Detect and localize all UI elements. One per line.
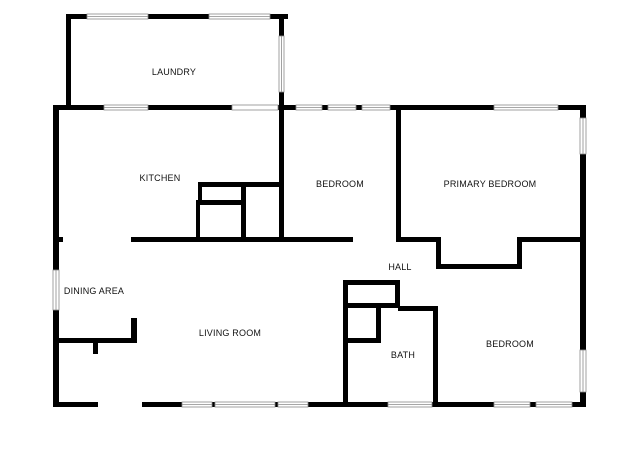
wall-dining-nook-post [131, 318, 137, 343]
wall-closet-top [436, 264, 522, 269]
room-label-kitchen: KITCHEN [140, 173, 181, 183]
wall-laundry-left [66, 14, 71, 109]
wall-primary-bottom-left [396, 237, 441, 242]
room-label-living-room: LIVING ROOM [199, 328, 261, 338]
wall-bedroom-bottom-left [433, 308, 438, 407]
kitchen-counter-block [241, 182, 281, 187]
wall-bath-mid-right [398, 306, 438, 311]
wall-kitchen-bottom-left [59, 237, 63, 242]
wall-bath-inner-side [376, 308, 381, 343]
kitchen-counter-block [196, 200, 200, 240]
room-label-laundry: LAUNDRY [152, 67, 196, 77]
window [231, 104, 279, 111]
wall-bath-top [343, 280, 400, 285]
door-opening [98, 402, 142, 407]
kitchen-counter-block [198, 200, 244, 205]
wall-bath-inner [343, 303, 348, 407]
wall-kitchen-bedroom [279, 110, 284, 240]
wall-dining-closet [93, 338, 98, 354]
wall-right [580, 105, 586, 407]
wall-bedroom-primary [396, 110, 401, 240]
room-label-primary-bedroom: PRIMARY BEDROOM [444, 179, 537, 189]
kitchen-counter-block [198, 182, 202, 202]
wall-hall-right [436, 237, 441, 269]
wall-bath-mid [343, 303, 400, 308]
room-label-bedroom: BEDROOM [316, 179, 364, 189]
kitchen-counter-block [241, 182, 246, 240]
wall-top-right [279, 105, 586, 110]
wall-bottom [53, 402, 586, 407]
room-label-dining-area: DINING AREA [64, 286, 124, 296]
wall-bath-right-upper [395, 280, 400, 308]
wall-closet-side [517, 237, 522, 269]
wall-bath-inner-top [343, 338, 381, 343]
wall-laundry-top [66, 14, 288, 19]
kitchen-counter-block [198, 182, 244, 187]
room-label-bedroom: BEDROOM [486, 339, 534, 349]
wall-left [53, 105, 59, 407]
wall-bath-left-upper [343, 280, 348, 308]
room-label-bath: BATH [391, 350, 415, 360]
wall-primary-bottom-right [518, 237, 586, 242]
wall-top-left [53, 105, 285, 110]
room-label-hall: HALL [388, 262, 411, 272]
